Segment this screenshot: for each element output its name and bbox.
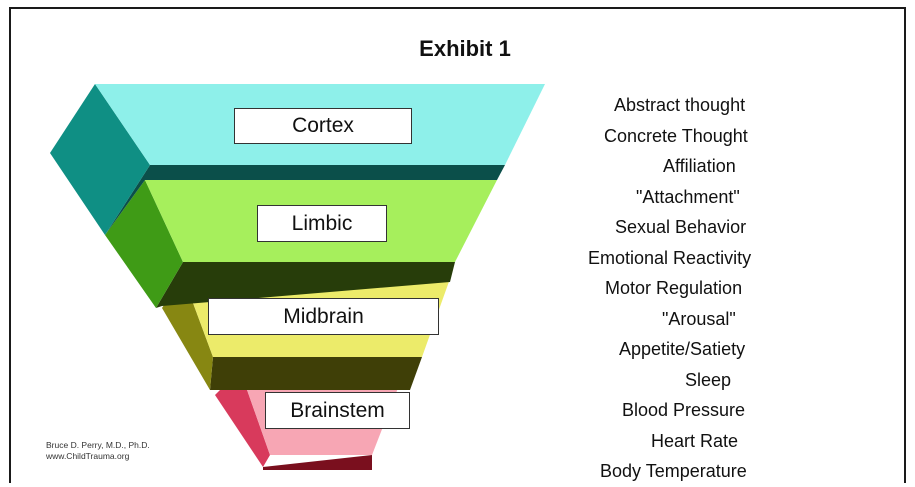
function-item: Heart Rate bbox=[651, 430, 739, 451]
function-item: Sexual Behavior bbox=[615, 217, 747, 237]
function-item: "Attachment" bbox=[636, 186, 740, 207]
cortex-side-face bbox=[50, 84, 150, 235]
limbic-bottom-face bbox=[156, 262, 455, 308]
function-item: Motor Regulation bbox=[605, 278, 743, 298]
midbrain-label: Midbrain bbox=[208, 298, 439, 335]
cortex-bottom-face bbox=[105, 165, 505, 235]
function-item: Emotional Reactivity bbox=[588, 247, 752, 268]
cortex-label: Cortex bbox=[234, 108, 412, 144]
function-item: Blood Pressure bbox=[622, 400, 746, 420]
limbic-label: Limbic bbox=[257, 205, 387, 242]
limbic-side-face bbox=[105, 180, 183, 308]
function-item: Abstract thought bbox=[614, 95, 746, 115]
exhibit-title: Exhibit 1 bbox=[419, 36, 511, 61]
author-name: Bruce D. Perry, M.D., Ph.D. bbox=[46, 440, 150, 450]
function-list: Abstract thought Concrete Thought Affili… bbox=[572, 90, 822, 487]
function-item: Affiliation bbox=[663, 156, 736, 176]
function-item: Appetite/Satiety bbox=[619, 339, 746, 359]
brainstem-label: Brainstem bbox=[265, 392, 410, 429]
function-item: Concrete Thought bbox=[604, 125, 748, 146]
midbrain-bottom-face bbox=[210, 357, 422, 390]
function-item: Sleep bbox=[685, 369, 732, 390]
brainstem-bottom-face bbox=[263, 455, 372, 470]
function-item: "Arousal" bbox=[662, 308, 736, 329]
brainstem-side-face bbox=[215, 370, 270, 467]
author-website: www.ChildTrauma.org bbox=[46, 451, 130, 461]
author-credit: Bruce D. Perry, M.D., Ph.D. www.ChildTra… bbox=[46, 440, 150, 462]
function-item: Body Temperature bbox=[600, 461, 747, 481]
